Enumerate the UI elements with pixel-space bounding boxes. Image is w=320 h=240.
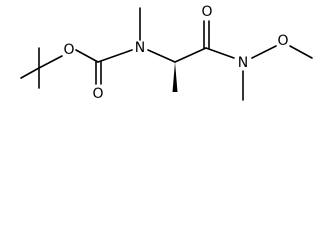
wedge-bond-alpha-methyl	[172, 62, 178, 92]
atom-ester-oxygen: O	[63, 42, 74, 58]
bond-tbu-c-ester-o	[38, 55, 63, 69]
bond-methoxy-o-methyl	[289, 45, 313, 59]
bond-carbamate-c-n	[97, 49, 133, 63]
atom-methoxy-oxygen: O	[277, 33, 288, 49]
bond-amide-n-o	[251, 45, 277, 59]
bond-ester-o-carbonyl-c	[75, 49, 99, 63]
bond-alpha-c-amide-c	[174, 47, 207, 63]
atom-amide-carbonyl-oxygen: O	[201, 4, 212, 20]
bond-tbu-c-methyl-left	[20, 67, 40, 79]
bond-amide-c-n	[205, 47, 235, 59]
atom-carbamate-nitrogen: N	[135, 40, 145, 56]
bond-n-alpha-c	[147, 49, 176, 63]
chemical-structure-diagram: O O N O N O	[20, 4, 313, 102]
atom-carbamate-carbonyl-oxygen: O	[92, 86, 103, 102]
atom-amide-nitrogen: N	[238, 55, 248, 71]
